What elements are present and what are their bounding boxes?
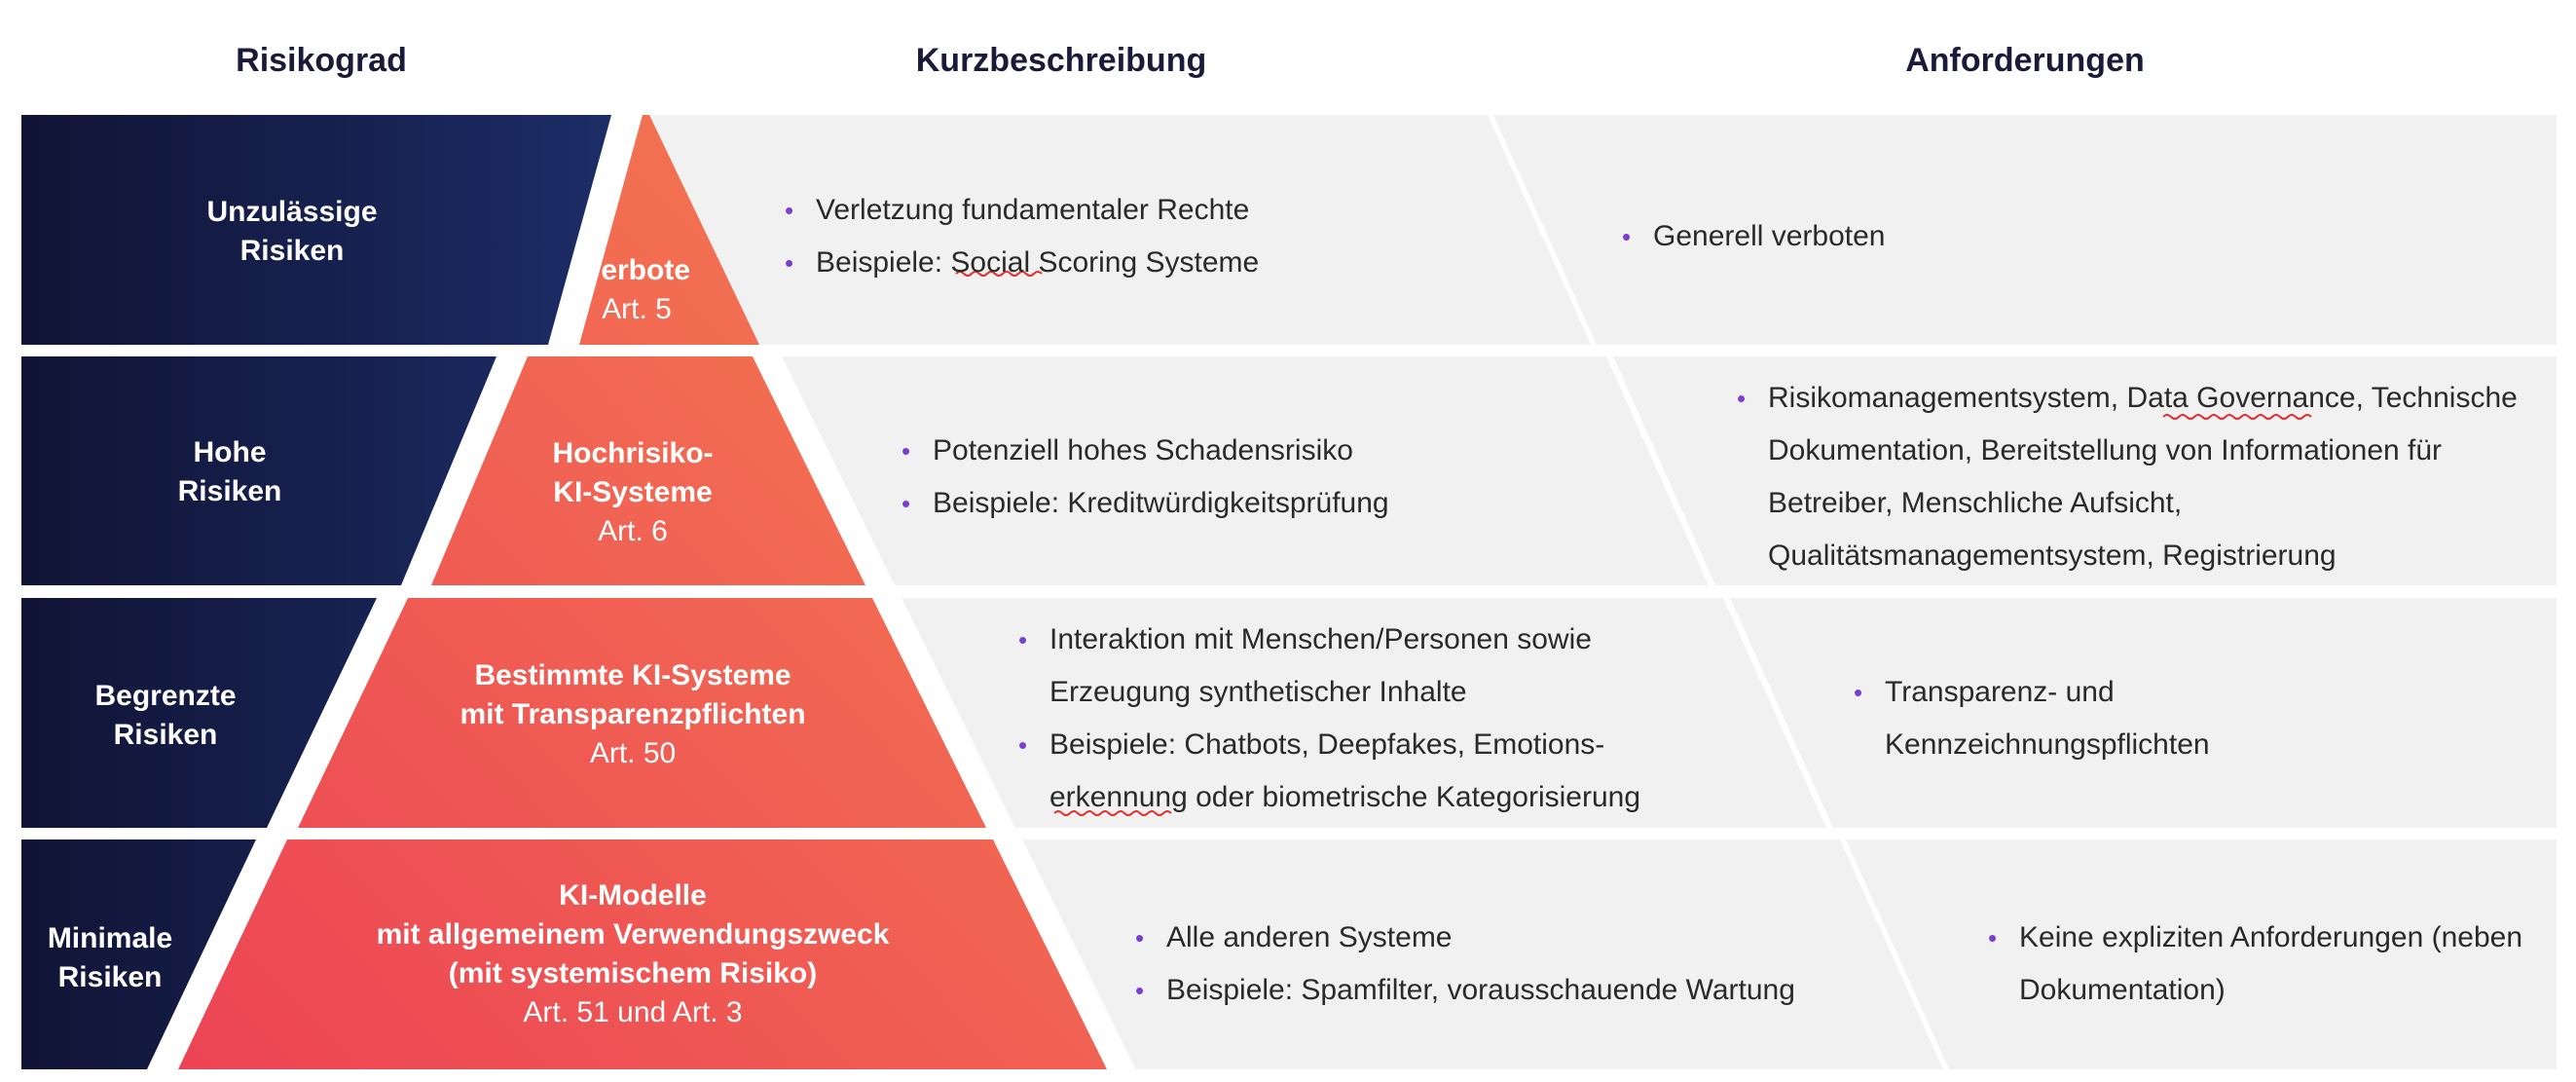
pyramid-title-line: mit allgemeinem Verwendungszweck xyxy=(376,918,890,951)
pyramid-label-transparency: Bestimmte KI-Systeme mit Transparenzpfli… xyxy=(389,654,876,775)
requirements-item: Generell verboten xyxy=(1616,210,2298,263)
pyramid-article: Art. 5 xyxy=(602,293,672,325)
description-item: Beispiele: Spamfilter, vorausschauende W… xyxy=(1129,964,1850,1017)
pyramid-title-line: mit Transparenzpflichten xyxy=(460,698,806,730)
pyramid-title-line: Verbote xyxy=(582,254,691,286)
pyramid-article: Art. 51 und Art. 3 xyxy=(523,996,743,1028)
level-label-line: Begrenzte xyxy=(94,680,237,712)
pyramid-article: Art. 6 xyxy=(598,515,668,547)
description-list-high: Potenziell hohes Schadensrisiko Beispiel… xyxy=(896,425,1597,530)
level-band-limited xyxy=(21,598,377,828)
level-label-line: Minimale xyxy=(47,922,173,954)
pyramid-article: Art. 50 xyxy=(589,737,677,769)
pyramid-tier-transparency xyxy=(298,598,986,828)
description-item: Beispiele: Chatbots, Deepfakes, Emotions… xyxy=(1012,719,1684,824)
pyramid-label-general-purpose: KI-Modelle mit allgemeinem Verwendungszw… xyxy=(321,875,944,1034)
level-band-minimal xyxy=(21,839,256,1069)
description-item: Interaktion mit Menschen/Personen sowie … xyxy=(1012,614,1684,719)
level-label-line: Risiken xyxy=(177,475,282,507)
header-risk-level: Risikograd xyxy=(236,42,407,79)
description-list-limited: Interaktion mit Menschen/Personen sowie … xyxy=(1012,614,1684,824)
pyramid-title-line: (mit systemischem Risiko) xyxy=(448,957,818,989)
pyramid-label-high-risk: Hochrisiko- KI-Systeme Art. 6 xyxy=(458,432,808,553)
pyramid-tier-general-purpose xyxy=(178,839,1107,1069)
requirements-item: Keine expliziten Anforderungen (neben Do… xyxy=(1982,912,2527,1017)
description-list-unacceptable: Verletzung fundamentaler Rechte Beispiel… xyxy=(779,184,1480,289)
pyramid-title-line: Bestimmte KI-Systeme xyxy=(474,659,791,691)
header-requirements: Anforderungen xyxy=(1905,42,2145,79)
level-label-line: Unzulässige xyxy=(206,196,378,228)
header-short-description: Kurzbeschreibung xyxy=(915,42,1207,79)
level-label-line: Hohe xyxy=(193,436,267,468)
description-item: Alle anderen Systeme xyxy=(1129,912,1850,964)
description-item: Beispiele: Kreditwürdigkeitsprüfung xyxy=(896,477,1597,530)
pyramid-label-prohibited: Verbote Art. 5 xyxy=(534,249,740,331)
pyramid-title-line: KI-Modelle xyxy=(559,879,707,912)
requirements-list-limited: Transparenz- und Kennzeichnungspflichten xyxy=(1848,666,2257,771)
pyramid-tier-high-risk xyxy=(431,356,865,585)
level-band-high xyxy=(21,356,497,585)
level-label-line: Risiken xyxy=(57,961,163,993)
level-label-line: Risiken xyxy=(113,719,218,751)
level-label-limited: Begrenzte Risiken xyxy=(49,675,282,757)
description-item: Verletzung fundamentaler Rechte xyxy=(779,184,1480,237)
description-item: Beispiele: Social Scoring Systeme xyxy=(779,237,1480,289)
requirements-item: Risikomanagementsystem, Data Governance,… xyxy=(1731,372,2557,582)
level-band-unacceptable xyxy=(21,115,611,345)
requirements-list-minimal: Keine expliziten Anforderungen (neben Do… xyxy=(1982,912,2527,1017)
level-label-minimal: Minimale Risiken xyxy=(27,917,193,999)
requirements-list-unacceptable: Generell verboten xyxy=(1616,210,2298,263)
level-label-unacceptable: Unzulässige Risiken xyxy=(146,191,438,273)
requirements-item: Transparenz- und Kennzeichnungspflichten xyxy=(1848,666,2257,771)
level-label-high: Hohe Risiken xyxy=(115,431,345,513)
description-list-minimal: Alle anderen Systeme Beispiele: Spamfilt… xyxy=(1129,912,1850,1017)
pyramid-title-line: Hochrisiko- xyxy=(552,437,714,469)
pyramid-title-line: KI-Systeme xyxy=(553,476,713,508)
description-item: Potenziell hohes Schadensrisiko xyxy=(896,425,1597,477)
requirements-list-high: Risikomanagementsystem, Data Governance,… xyxy=(1731,372,2557,582)
level-label-line: Risiken xyxy=(239,235,345,267)
